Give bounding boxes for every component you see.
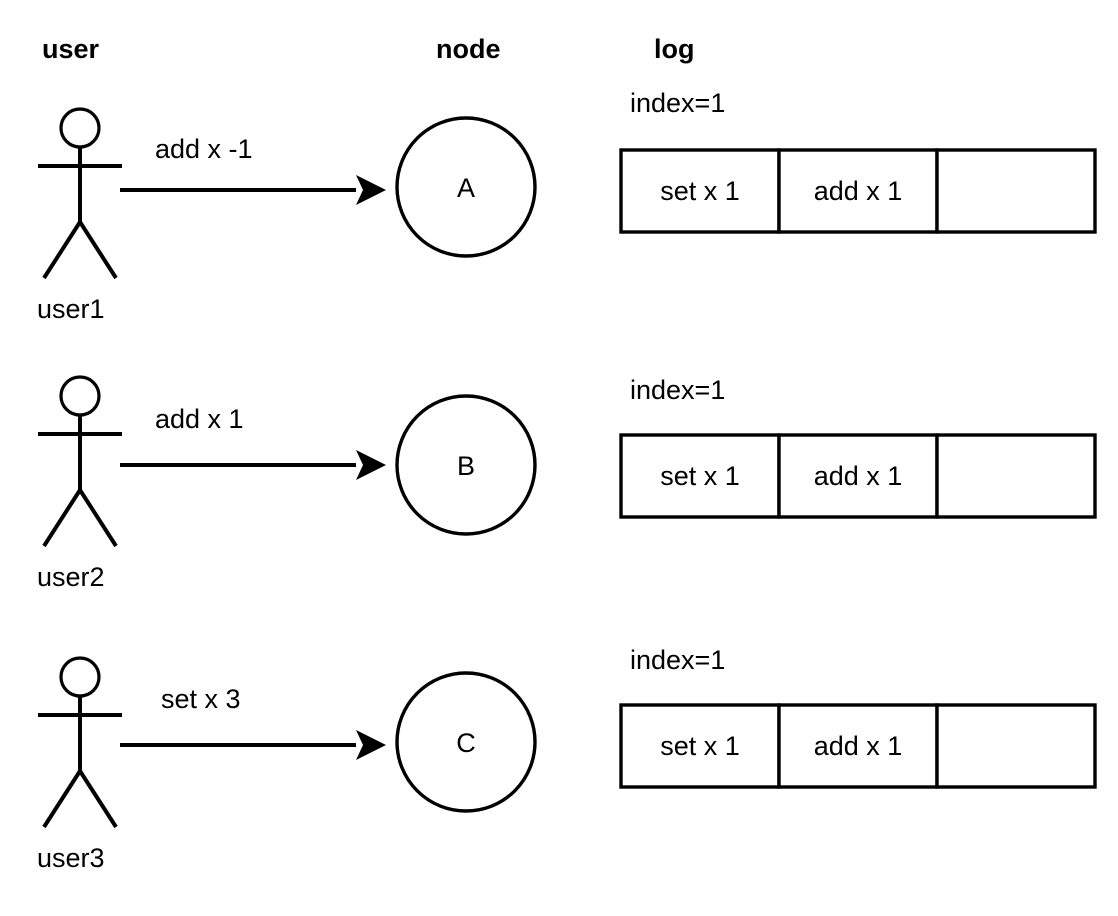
log-index-label: index=1 bbox=[630, 88, 725, 118]
log-cell: add x 1 bbox=[814, 731, 903, 761]
column-header-node: node bbox=[436, 34, 501, 64]
log-index-label: index=1 bbox=[630, 645, 725, 675]
message-label: add x 1 bbox=[155, 404, 244, 434]
log-cell: add x 1 bbox=[814, 176, 903, 206]
message-label: set x 3 bbox=[161, 684, 241, 714]
node-circle: A bbox=[395, 116, 537, 258]
log-index-label: index=1 bbox=[630, 375, 725, 405]
message-arrow bbox=[120, 450, 386, 480]
diagram-row: user2 add x 1 B index=1 set x 1 add x 1 bbox=[37, 375, 1097, 592]
node-circle: B bbox=[395, 394, 537, 536]
log-table: set x 1 add x 1 bbox=[619, 703, 1097, 789]
actor-label: user1 bbox=[37, 294, 105, 324]
log-cell: set x 1 bbox=[660, 731, 740, 761]
column-header-user: user bbox=[42, 34, 100, 64]
message-arrow bbox=[120, 730, 386, 760]
message-arrow bbox=[120, 175, 386, 205]
message-label: add x -1 bbox=[155, 134, 253, 164]
log-cell: add x 1 bbox=[814, 461, 903, 491]
stick-figure-icon bbox=[38, 107, 122, 280]
node-label: B bbox=[457, 451, 475, 481]
stick-figure-icon bbox=[38, 656, 122, 829]
column-header-log: log bbox=[654, 34, 695, 64]
node-label: A bbox=[457, 173, 475, 203]
diagram-row: user3 set x 3 C index=1 set x 1 add x 1 bbox=[37, 645, 1097, 873]
actor-label: user2 bbox=[37, 562, 105, 592]
stick-figure-icon bbox=[38, 375, 122, 548]
log-table: set x 1 add x 1 bbox=[619, 433, 1097, 519]
log-table: set x 1 add x 1 bbox=[619, 148, 1097, 234]
diagram-row: user1 add x -1 A index=1 set x 1 add x 1 bbox=[37, 88, 1097, 324]
node-circle: C bbox=[395, 671, 537, 813]
log-cell: set x 1 bbox=[660, 176, 740, 206]
log-cell: set x 1 bbox=[660, 461, 740, 491]
actor-label: user3 bbox=[37, 843, 105, 873]
node-label: C bbox=[456, 728, 476, 758]
